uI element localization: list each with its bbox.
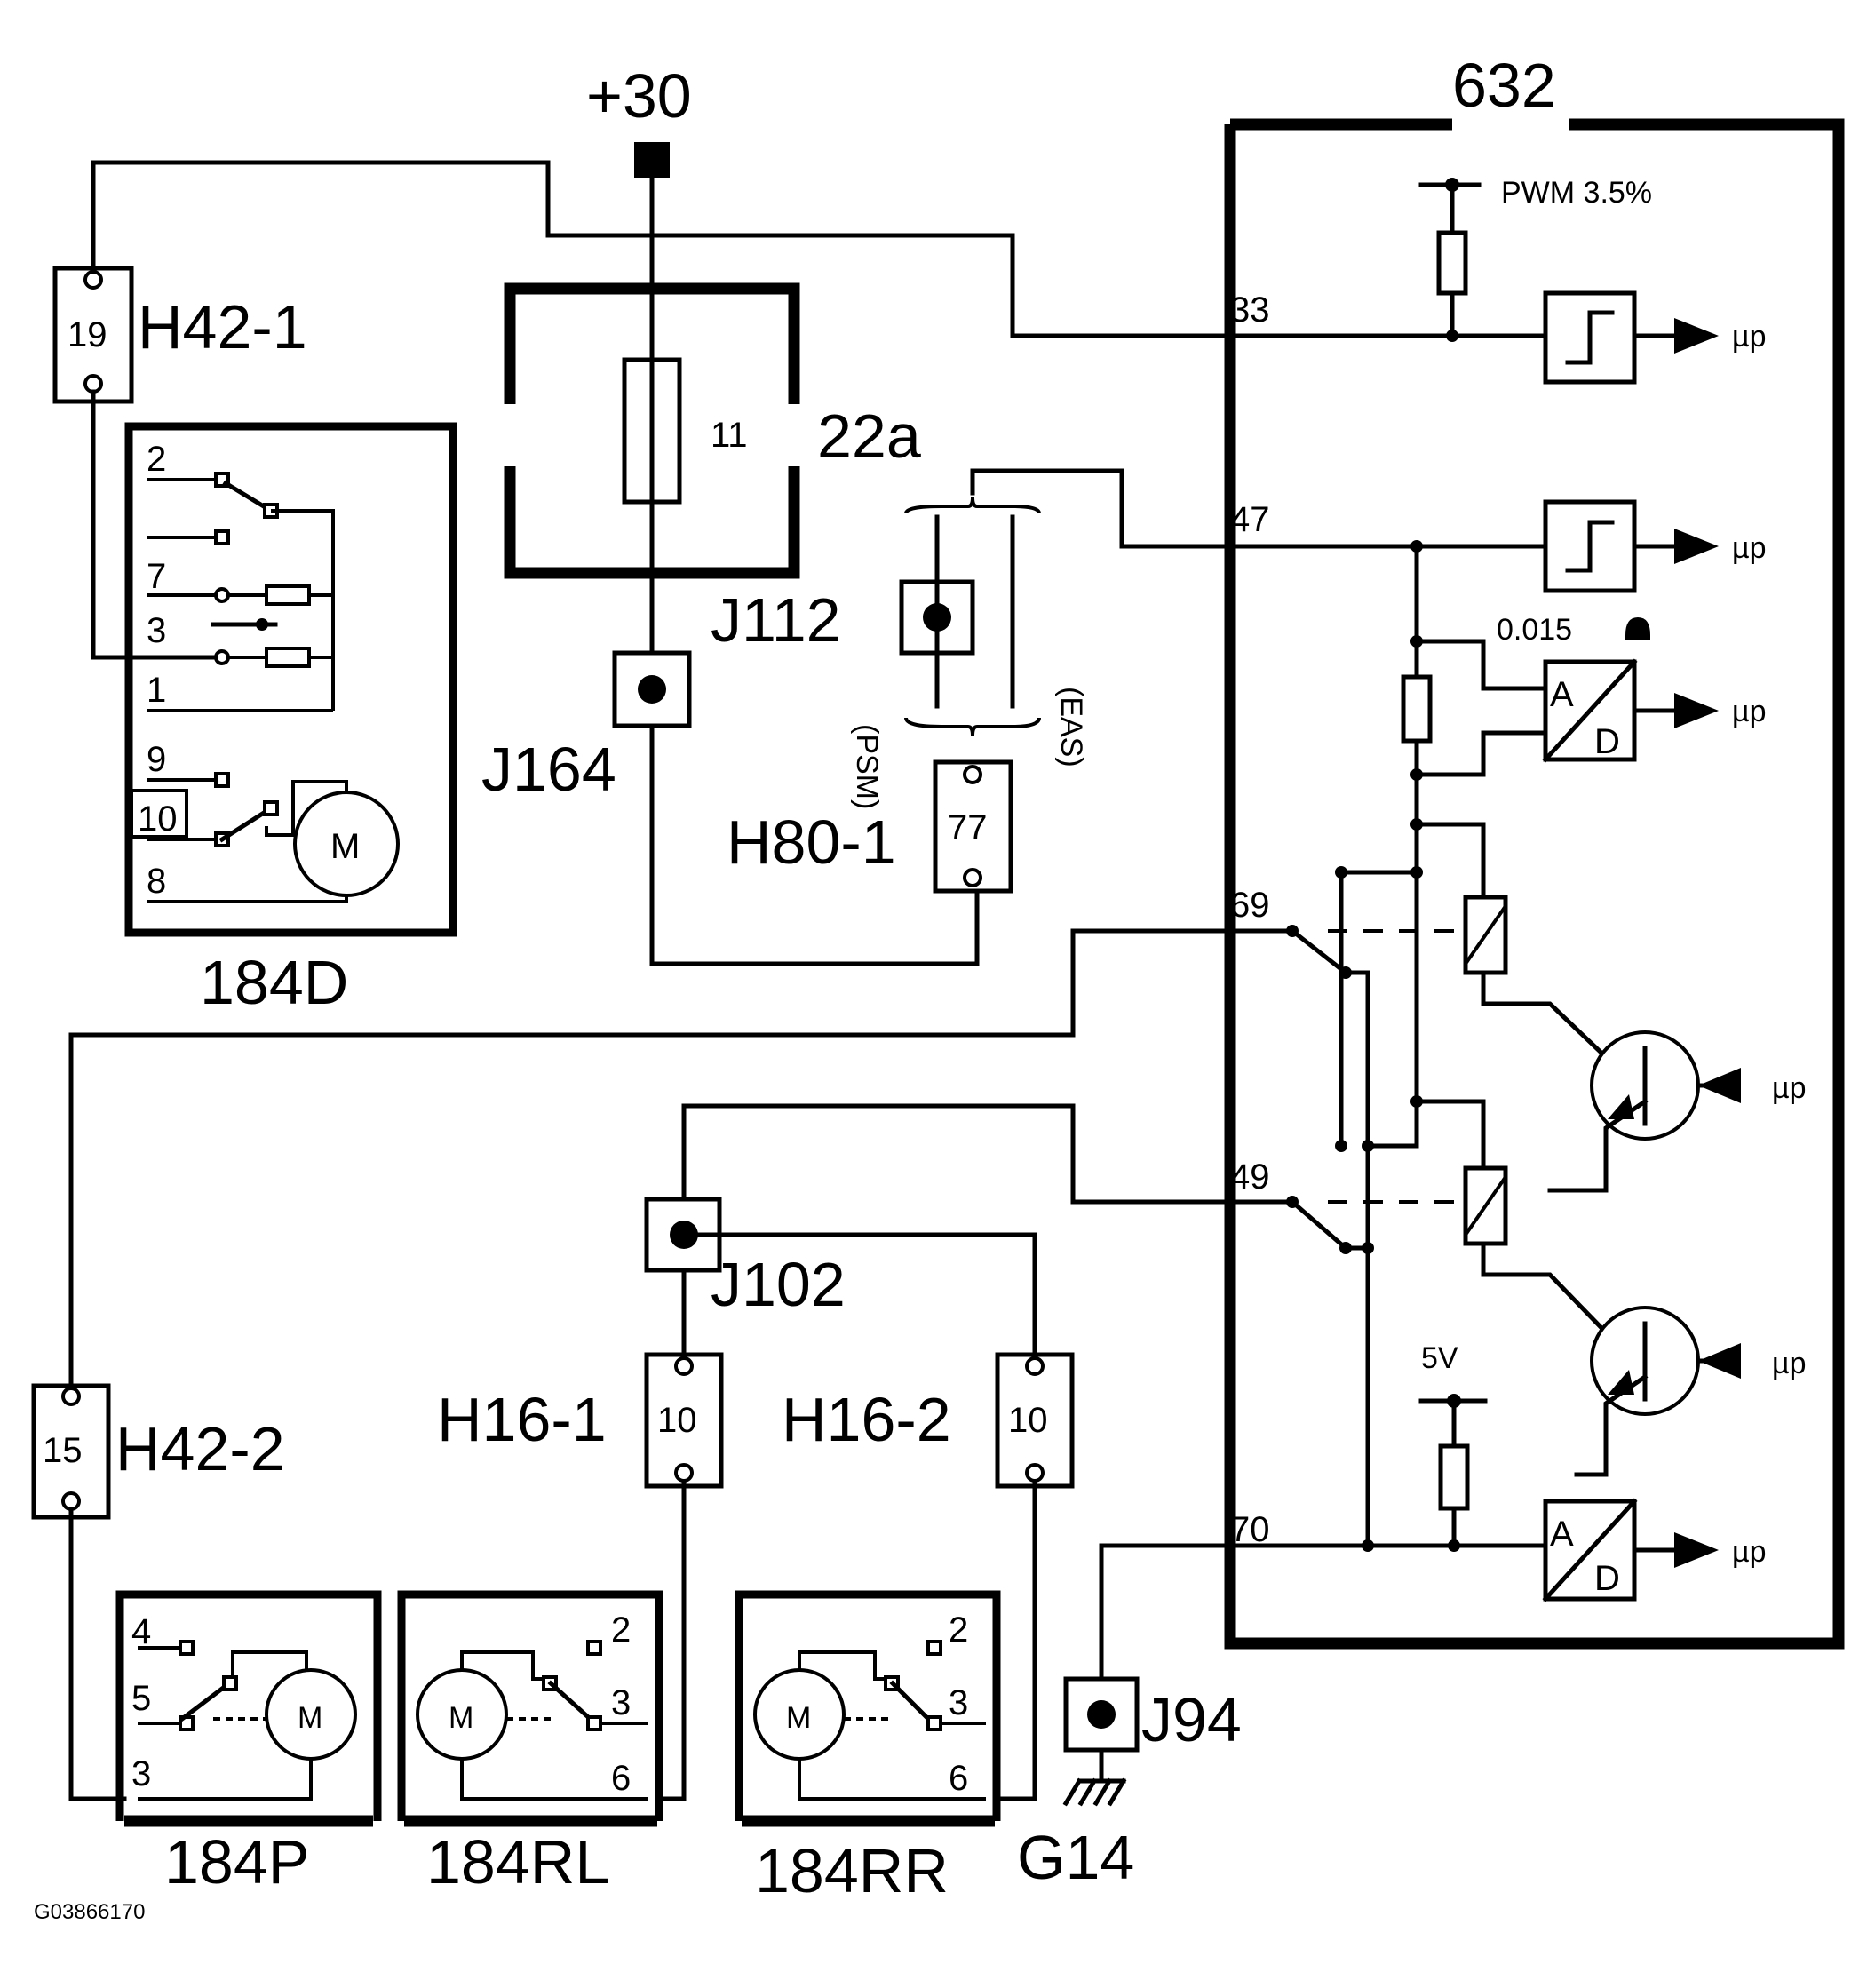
184d-pin-8: 8	[147, 862, 166, 901]
pin-49: 49	[1230, 1157, 1270, 1197]
splice-j94-label: J94	[1141, 1685, 1242, 1754]
supply-label: +30	[586, 61, 692, 131]
motor-184p-label: M	[298, 1701, 322, 1735]
ad-d-1: D	[1594, 722, 1620, 761]
component-184d-label: 184D	[200, 948, 348, 1017]
fuse-box-22a: 11 22a	[504, 282, 921, 579]
pin-47: 47	[1230, 500, 1270, 539]
mu-label-1: µp	[1732, 320, 1767, 354]
connector-h16-1-pin: 10	[657, 1401, 697, 1440]
component-184p: M 4 5 3 184P	[115, 1590, 382, 1897]
connector-h80-1: 77 H80-1	[727, 759, 1013, 894]
mu-label-4: µp	[1772, 1071, 1807, 1105]
184d-pin-2: 2	[147, 440, 166, 479]
connector-h42-2-pin: 15	[43, 1431, 83, 1470]
splice-j102: J102	[644, 1197, 846, 1319]
fuse-number: 11	[711, 416, 748, 455]
connector-h42-2: 15 H42-2	[31, 1383, 285, 1520]
component-184rr: M 2 3 6 184RR	[735, 1590, 1001, 1905]
splice-j164-label: J164	[481, 735, 616, 804]
ad-a-1: A	[1550, 675, 1574, 714]
184d-pin-9: 9	[147, 740, 166, 779]
component-184rl: M 2 3 6 184RL	[397, 1590, 663, 1897]
connector-h80-1-label: H80-1	[727, 807, 896, 877]
184rl-pin-6: 6	[611, 1759, 631, 1798]
wire-h42-2-to-184p	[68, 1507, 127, 1801]
184rr-pin-6: 6	[949, 1759, 968, 1798]
wire-pin49-to-j102	[681, 1103, 1233, 1233]
pwm-label: PWM 3.5%	[1501, 176, 1652, 210]
control-module-label: 632	[1452, 51, 1556, 120]
ground-g14-label: G14	[1017, 1823, 1134, 1892]
184d-pin-7: 7	[147, 557, 166, 596]
shunt-value: 0.015	[1497, 613, 1572, 647]
motor-184rl-label: M	[449, 1701, 473, 1735]
control-module-632: 632 33 PWM 3.5% µp 47 µp 0.015	[1099, 51, 1845, 1699]
motor-184d-label: M	[330, 827, 360, 866]
wire-pin69-to-h42-2	[68, 928, 1233, 1393]
ad-d-2: D	[1594, 1559, 1620, 1598]
connector-h16-2-pin: 10	[1008, 1401, 1048, 1440]
component-184rr-label: 184RR	[755, 1836, 949, 1905]
ohm-icon	[1625, 617, 1650, 640]
184p-pin-4: 4	[131, 1612, 151, 1651]
184rl-pin-2: 2	[611, 1610, 631, 1650]
184rr-pin-3: 3	[949, 1683, 968, 1722]
mu-label-5: µp	[1772, 1347, 1807, 1380]
ground-g14: G14	[1017, 1777, 1134, 1892]
figure-id: G03866170	[34, 1900, 145, 1924]
ad-a-2: A	[1550, 1515, 1574, 1554]
variant-eas: (EAS)	[1054, 687, 1088, 767]
connector-h42-1-label: H42-1	[138, 292, 307, 362]
motor-184rr-label: M	[786, 1701, 811, 1735]
connector-h16-2: 10 H16-2	[782, 1352, 1075, 1489]
pin-33: 33	[1230, 290, 1270, 330]
184d-pin-3: 3	[147, 611, 166, 650]
reference-voltage: 5V	[1421, 1341, 1458, 1375]
pin-69: 69	[1230, 886, 1270, 925]
wire-j102-to-h16-2	[681, 1232, 1037, 1362]
splice-j112-label: J112	[711, 585, 841, 655]
connector-h42-1-pin: 19	[68, 315, 107, 354]
splice-j94: J94	[1063, 1676, 1242, 1784]
184p-pin-3: 3	[131, 1754, 151, 1793]
184d-pin-1: 1	[147, 671, 166, 710]
ground-icon	[1062, 1777, 1127, 1807]
184p-pin-5: 5	[131, 1679, 151, 1718]
184rl-pin-3: 3	[611, 1683, 631, 1722]
wire-j164-h80	[649, 723, 980, 966]
wire-h42-1-to-pin33	[91, 160, 1233, 338]
splice-j164: J164	[481, 650, 692, 804]
mu-label-6: µp	[1732, 1535, 1767, 1569]
connector-h42-1: 19 H42-1	[52, 266, 307, 404]
mu-label-3: µp	[1732, 695, 1767, 728]
pin-70: 70	[1230, 1510, 1270, 1549]
variant-psm: (PSM)	[850, 724, 884, 809]
component-184d: M 2 7 3 1 9 10 8 184D	[124, 422, 457, 1017]
connector-h80-1-pin: 77	[948, 808, 988, 847]
connector-h16-2-label: H16-2	[782, 1385, 951, 1454]
184rr-pin-2: 2	[949, 1610, 968, 1650]
connector-h42-2-label: H42-2	[115, 1414, 285, 1483]
mu-label-2: µp	[1732, 531, 1767, 565]
connector-h16-1-label: H16-1	[437, 1385, 607, 1454]
component-184p-label: 184P	[164, 1827, 309, 1897]
184d-pin-10: 10	[138, 799, 178, 839]
wire-h16-1-to-184rl	[655, 1479, 687, 1801]
component-184rl-label: 184RL	[426, 1827, 609, 1897]
connector-h16-1: 10 H16-1	[437, 1352, 724, 1489]
wire-h16-2-to-184rr	[992, 1479, 1037, 1801]
splice-j112: J112 (PSM) (EAS)	[711, 468, 1233, 809]
fuse-box-label: 22a	[817, 402, 921, 471]
splice-j102-label: J102	[711, 1250, 846, 1319]
